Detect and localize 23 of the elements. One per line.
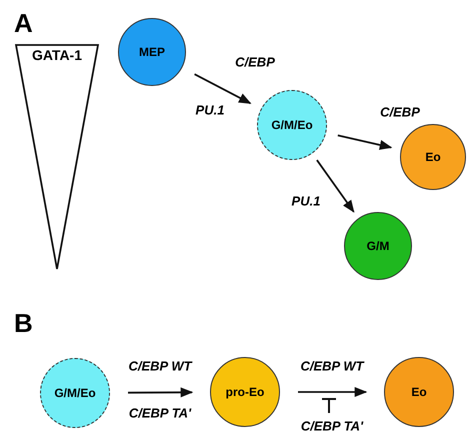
arrow bbox=[128, 387, 194, 398]
factor-label: C/EBP TA' bbox=[300, 420, 364, 432]
cell-label: MEP bbox=[138, 46, 165, 58]
cell-label: G/M/Eo bbox=[271, 119, 313, 131]
cell-label: Eo bbox=[425, 151, 441, 163]
arrow bbox=[316, 160, 354, 213]
panel-label: B bbox=[14, 310, 33, 336]
edge-label: C/EBP WT bbox=[300, 360, 364, 372]
edge-label: C/EBP bbox=[235, 56, 275, 68]
cell-label: G/M bbox=[366, 240, 390, 252]
factor-label: C/EBP TA' bbox=[128, 406, 192, 420]
edge-label: C/EBP WT bbox=[128, 360, 192, 372]
cell-label: G/M/Eo bbox=[54, 387, 96, 399]
factor-label: PU.1 bbox=[292, 194, 320, 208]
gene-label: GATA-1 bbox=[32, 48, 82, 62]
arrow bbox=[338, 134, 392, 150]
panel-label: A bbox=[14, 10, 33, 36]
arrow bbox=[298, 386, 368, 398]
factor-label: PU.1 bbox=[196, 104, 224, 116]
edge-label: C/EBP bbox=[380, 106, 420, 118]
cell-label: Eo bbox=[411, 386, 427, 398]
cell-label: pro-Eo bbox=[226, 386, 264, 398]
arrow bbox=[194, 73, 252, 104]
